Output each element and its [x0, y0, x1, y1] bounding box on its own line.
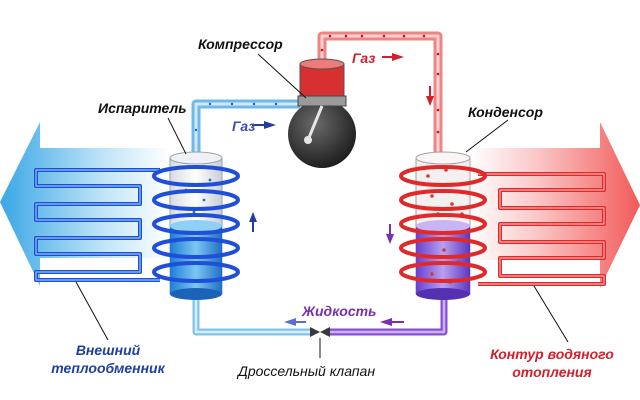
arrow-gas-left-icon: [264, 121, 276, 129]
heating-output-arrow: [470, 122, 640, 288]
evaporator-label: Испаритель: [98, 100, 187, 116]
evaporator-leader: [167, 117, 187, 155]
condenser-tank: [415, 151, 471, 300]
gas-label-left: Газ: [232, 118, 256, 134]
condenser-leader: [465, 119, 509, 153]
compressor-label: Компрессор: [198, 36, 283, 52]
external-heat-exchanger-label-line1: Внешний: [75, 342, 141, 358]
cold-gas-dots: [194, 102, 278, 132]
hot-gas-dots: [320, 34, 440, 134]
throttle-valve-label: Дроссельный клапан: [238, 363, 376, 379]
liquid-pipe-left: [192, 296, 314, 336]
condenser-coil: [399, 165, 487, 283]
liquid-label: Жидкость: [302, 303, 377, 319]
arrow-down-cond-icon: [386, 234, 394, 244]
compressor-leader: [257, 53, 307, 99]
evaporator-coil: [152, 165, 240, 283]
heating-circuit-label-line2: отопления: [512, 364, 592, 380]
external-heat-exchanger-label-line2: теплообменник: [51, 360, 165, 376]
flow-arrows: [249, 53, 434, 326]
heating-circuit-label-line1: Контур водяного: [490, 346, 614, 362]
arrow-up-evap-icon: [249, 212, 257, 222]
arrow-gas-top-icon: [392, 53, 404, 61]
condenser-label: Конденсор: [468, 104, 543, 120]
arrow-liquid-left-icon: [380, 318, 392, 326]
heating-leader: [533, 285, 569, 343]
compressor: [288, 58, 356, 168]
gas-label-top: Газ: [352, 50, 376, 66]
evaporator-tank: [169, 151, 223, 300]
ext-exchanger-leader: [75, 281, 109, 341]
throttle-valve: [310, 327, 320, 337]
arrow-down-hot-icon: [426, 96, 434, 106]
arrow-liquid-mid-icon: [284, 318, 296, 326]
